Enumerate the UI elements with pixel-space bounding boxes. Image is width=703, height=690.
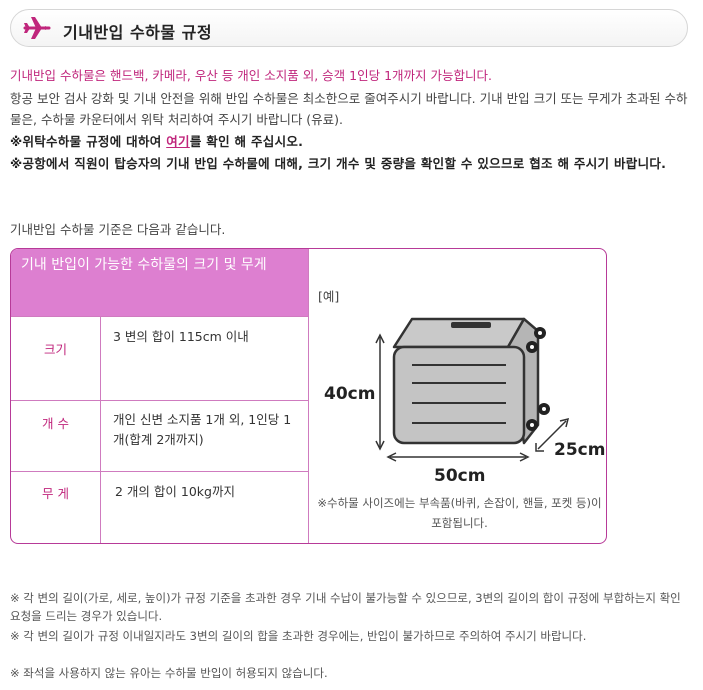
- footnote-2: ※ 각 변의 길이가 규정 이내일지라도 3변의 길이의 합을 초과한 경우에는…: [10, 629, 587, 643]
- row-value-size: 3 변의 합이 115cm 이내: [113, 329, 249, 344]
- height-label: 40cm: [324, 384, 375, 404]
- criteria-table: 기내 반입이 가능한 수하물의 크기 및 무게 크기 3 변의 합이 115cm…: [11, 249, 308, 543]
- checked-baggage-notice-pre: ※위탁수하물 규정에 대하여: [10, 134, 167, 149]
- airplane-icon: [23, 17, 51, 39]
- table-row: 개 수 개인 신변 소지품 1개 외, 1인당 1개(합계 2개까지): [11, 400, 308, 471]
- checked-baggage-notice-post: 를 확인 해 주십시오.: [189, 134, 304, 149]
- row-label-size: 크기: [11, 317, 101, 400]
- checked-baggage-notice: ※위탁수하물 규정에 대하여 여기를 확인 해 주십시오.: [10, 131, 690, 152]
- row-value-count: 개인 신변 소지품 1개 외, 1인당 1개(합계 2개까지): [113, 412, 292, 447]
- baggage-criteria-panel: 기내 반입이 가능한 수하물의 크기 및 무게 크기 3 변의 합이 115cm…: [10, 248, 607, 544]
- intro-limit-text: 기내반입 수하물은 핸드백, 카메라, 우산 등 개인 소지품 외, 승객 1인…: [10, 68, 492, 83]
- width-label: 50cm: [434, 466, 485, 486]
- depth-label: 25cm: [554, 440, 605, 460]
- criteria-intro: 기내반입 수하물 기준은 다음과 같습니다.: [10, 222, 226, 237]
- suitcase-illustration: 40cm 50cm 25cm: [324, 317, 605, 486]
- footnote-3: ※ 좌석을 사용하지 않는 유아는 수하물 반입이 허용되지 않습니다.: [10, 666, 328, 680]
- row-label-weight: 무 게: [11, 472, 101, 543]
- row-value-weight: 2 개의 합이 10kg까지: [115, 484, 235, 499]
- section-header: 기내반입 수하물 규정: [10, 9, 688, 47]
- size-includes-note: ※수하물 사이즈에는 부속품(바퀴, 손잡이, 핸들, 포켓 등)이 포함됩니다…: [317, 496, 602, 530]
- table-row: 무 게 2 개의 합이 10kg까지: [11, 471, 308, 543]
- table-row: 크기 3 변의 합이 115cm 이내: [11, 316, 308, 400]
- row-label-count: 개 수: [11, 401, 101, 471]
- footnote-1: ※ 각 변의 길이(가로, 세로, 높이)가 규정 기준을 초과한 경우 기내 …: [10, 591, 681, 623]
- checked-baggage-link[interactable]: 여기: [166, 134, 190, 149]
- airport-check-notice: ※공항에서 직원이 탑승자의 기내 반입 수하물에 대해, 크기 개수 및 중량…: [10, 156, 667, 171]
- panel-divider: [308, 249, 309, 543]
- example-label: [예]: [318, 289, 340, 304]
- page-title: 기내반입 수하물 규정: [63, 23, 213, 42]
- intro-security-text: 항공 보안 검사 강화 및 기내 안전을 위해 반입 수하물은 최소한으로 줄여…: [10, 91, 688, 127]
- criteria-table-header: 기내 반입이 가능한 수하물의 크기 및 무게: [11, 249, 308, 316]
